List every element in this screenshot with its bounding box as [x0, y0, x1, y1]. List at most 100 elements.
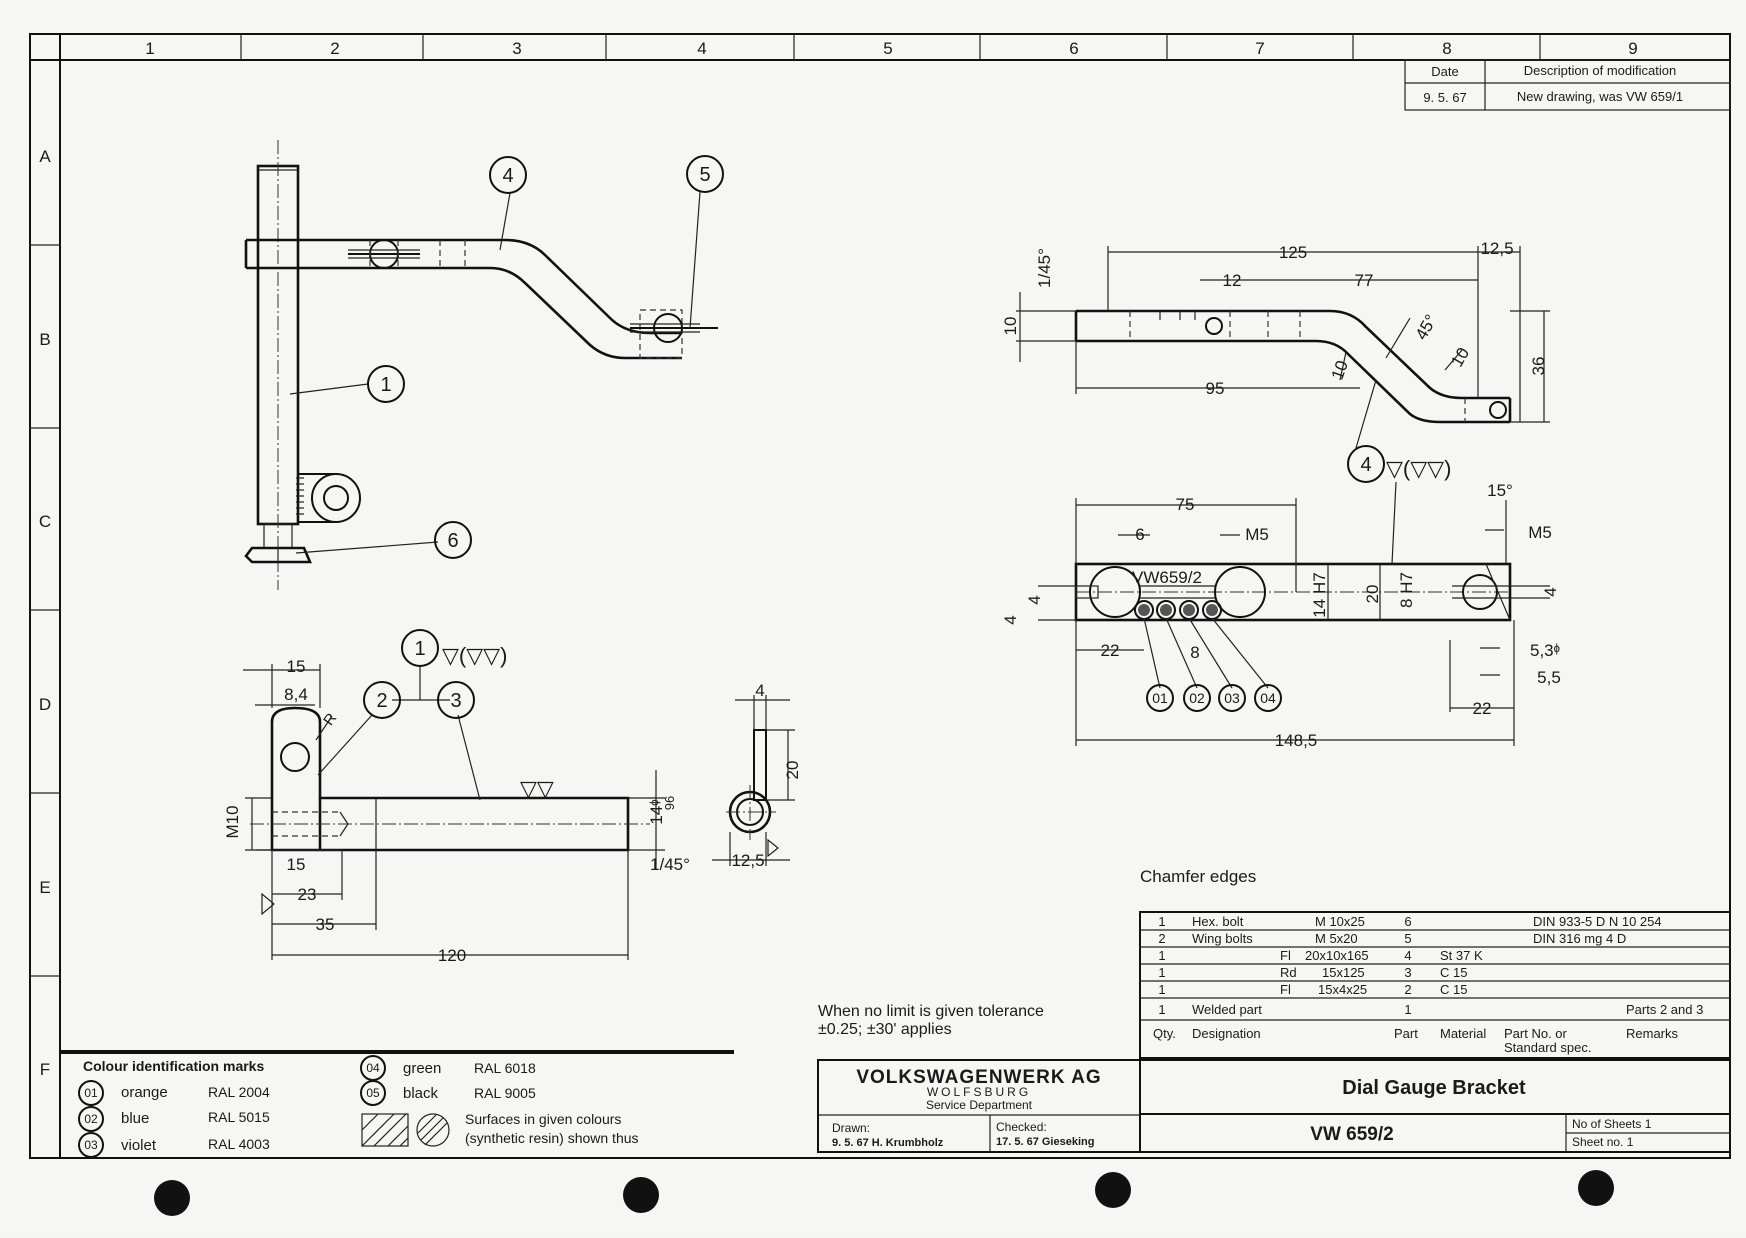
svg-text:1: 1 [380, 374, 391, 396]
col-label: 7 [1255, 39, 1264, 58]
column-labels: 1 2 3 4 5 6 7 8 9 [145, 39, 1637, 58]
svg-text:1/45°: 1/45° [1035, 248, 1054, 288]
parts-designation: Hex. bolt [1192, 914, 1244, 929]
company-city: WOLFSBURG [927, 1085, 1031, 1099]
svg-text:1: 1 [414, 638, 425, 660]
company-name: VOLKSWAGENWERK AG [856, 1067, 1101, 1088]
parts-qty: 1 [1158, 1002, 1165, 1017]
svg-text:75: 75 [1176, 495, 1195, 514]
svg-text:77: 77 [1355, 271, 1374, 290]
svg-text:violet: violet [121, 1137, 157, 1154]
checked-value: 17. 5. 67 Gieseking [996, 1136, 1094, 1148]
parts-list-headers: Qty. Designation Part Material Part No. … [1153, 1026, 1679, 1055]
svg-text:15: 15 [287, 855, 306, 874]
parts-size: M 5x20 [1315, 931, 1358, 946]
svg-text:green: green [403, 1060, 441, 1077]
col-label: 3 [512, 39, 521, 58]
svg-text:RAL 9005: RAL 9005 [474, 1085, 536, 1101]
header-designation: Designation [1192, 1026, 1261, 1041]
company-department: Service Department [926, 1098, 1033, 1112]
title-block: VOLKSWAGENWERK AG WOLFSBURG Service Depa… [817, 1058, 1731, 1153]
checked-label: Checked: [996, 1120, 1047, 1134]
parts-qty: 1 [1158, 982, 1165, 997]
svg-text:(synthetic resin) shown thus: (synthetic resin) shown thus [465, 1130, 639, 1146]
col-label: 6 [1069, 39, 1078, 58]
header-material: Material [1440, 1026, 1486, 1041]
svg-text:M10: M10 [223, 805, 242, 838]
row-labels: A B C D E F [39, 147, 51, 1079]
header-partno: Standard spec. [1504, 1040, 1591, 1055]
svg-text:14ᶲ: 14ᶲ [647, 799, 666, 824]
svg-text:35: 35 [316, 915, 335, 934]
parts-list: 1 Hex. bolt M 10x25 6 DIN 933-5 D N 10 2… [1139, 911, 1731, 1059]
parts-part: 2 [1404, 982, 1411, 997]
balloon-1-lower: 1 ▽(▽▽) [401, 629, 507, 668]
svg-text:15: 15 [287, 657, 306, 676]
svg-text:02: 02 [84, 1112, 98, 1126]
svg-text:3: 3 [450, 690, 461, 712]
parts-part: 4 [1404, 948, 1411, 963]
svg-text:8: 8 [1190, 643, 1199, 662]
svg-text:8 H7: 8 H7 [1397, 572, 1416, 608]
parts-qty: 2 [1158, 931, 1165, 946]
welded-part-view: ▽▽ [243, 664, 665, 960]
col-label: 4 [697, 39, 706, 58]
parts-size: Fl [1280, 982, 1291, 997]
balloon-2: 2 [363, 681, 401, 719]
tolerance-note-line2: ±0.25; ±30' applies [818, 1021, 952, 1038]
svg-text:23: 23 [298, 885, 317, 904]
header-part: Part [1394, 1026, 1418, 1041]
col-label: 1 [145, 39, 154, 58]
svg-text:5,3ᶲ: 5,3ᶲ [1530, 641, 1560, 660]
parts-part: 5 [1404, 931, 1411, 946]
parts-size: Fl [1280, 948, 1291, 963]
drawing-number: VW 659/2 [1310, 1124, 1393, 1145]
svg-text:22: 22 [1473, 699, 1492, 718]
parts-size: 15x125 [1322, 965, 1365, 980]
svg-text:05: 05 [366, 1086, 380, 1100]
colour-balloons: 01 02 03 04 [1146, 684, 1282, 712]
svg-text:125: 125 [1279, 243, 1307, 262]
colour-legend: Colour identification marks 01 orange RA… [60, 1050, 734, 1158]
revision-desc-header: Description of modification [1524, 63, 1676, 78]
plate-side-view [712, 695, 795, 866]
parts-designation: Wing bolts [1192, 931, 1253, 946]
row-label: A [39, 147, 51, 166]
svg-text:15°: 15° [1487, 481, 1513, 500]
arm-elevation-view [1016, 246, 1550, 449]
svg-text:RAL 4003: RAL 4003 [208, 1136, 270, 1152]
surface-finish-rod: ▽▽ [520, 776, 554, 801]
row-label: E [39, 878, 50, 897]
svg-text:12: 12 [1223, 271, 1242, 290]
svg-text:22: 22 [1101, 641, 1120, 660]
sheet-number: Sheet no. 1 [1572, 1135, 1634, 1149]
header-partno: Part No. or [1504, 1026, 1568, 1041]
balloon-1: 1 [367, 365, 405, 403]
svg-text:148,5: 148,5 [1275, 731, 1318, 750]
parts-remarks: Parts 2 and 3 [1626, 1002, 1703, 1017]
svg-text:8,4: 8,4 [284, 685, 308, 704]
svg-text:4: 4 [1541, 587, 1560, 596]
svg-text:5: 5 [699, 164, 710, 186]
col-label: 9 [1628, 39, 1637, 58]
svg-text:96: 96 [662, 796, 677, 810]
svg-text:RAL 2004: RAL 2004 [208, 1084, 270, 1100]
balloon-5: 5 [686, 155, 724, 193]
svg-text:12,5: 12,5 [1480, 239, 1513, 258]
svg-text:95: 95 [1206, 379, 1225, 398]
svg-text:14 H7: 14 H7 [1310, 572, 1329, 617]
svg-text:4: 4 [755, 681, 764, 700]
header-qty: Qty. [1153, 1026, 1176, 1041]
balloon-6: 6 [434, 521, 472, 559]
svg-text:01: 01 [84, 1086, 98, 1100]
svg-text:M5: M5 [1245, 525, 1269, 544]
tolerance-note-line1: When no limit is given tolerance [818, 1003, 1044, 1020]
svg-text:5,5: 5,5 [1537, 668, 1561, 687]
drawn-label: Drawn: [832, 1121, 870, 1135]
balloon-4-right: 4 ▽(▽▽) [1347, 445, 1451, 483]
balloon-3: 3 [437, 681, 475, 719]
balloon-4: 4 [489, 156, 527, 194]
svg-text:orange: orange [121, 1084, 168, 1101]
